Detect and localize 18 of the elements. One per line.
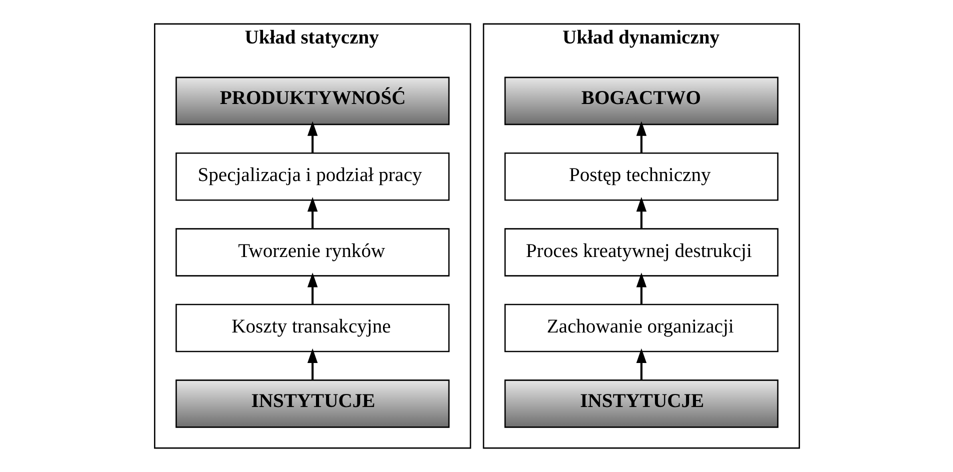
node-box: Postęp techniczny: [504, 152, 778, 201]
arrow: [306, 121, 318, 153]
node-box: Koszty transakcyjne: [175, 304, 450, 352]
arrow: [306, 196, 318, 229]
node-box: Proces kreatywnej destrukcji: [504, 228, 778, 276]
node-box: Tworzenie rynków: [175, 228, 450, 276]
arrow: [636, 121, 646, 153]
node-box: BOGACTWO: [504, 76, 778, 126]
arrow: [306, 348, 318, 380]
node-box: INSTYTUCJE: [504, 380, 778, 428]
node-box: Specjalizacja i podział pracy: [175, 152, 450, 201]
node-box: Zachowanie organizacji: [504, 304, 778, 352]
arrow: [636, 196, 646, 229]
node-box: INSTYTUCJE: [175, 380, 450, 428]
arrow: [306, 272, 318, 304]
arrow: [636, 272, 646, 304]
arrow: [636, 348, 646, 380]
node-box: PRODUKTYWNOŚĆ: [175, 76, 450, 126]
